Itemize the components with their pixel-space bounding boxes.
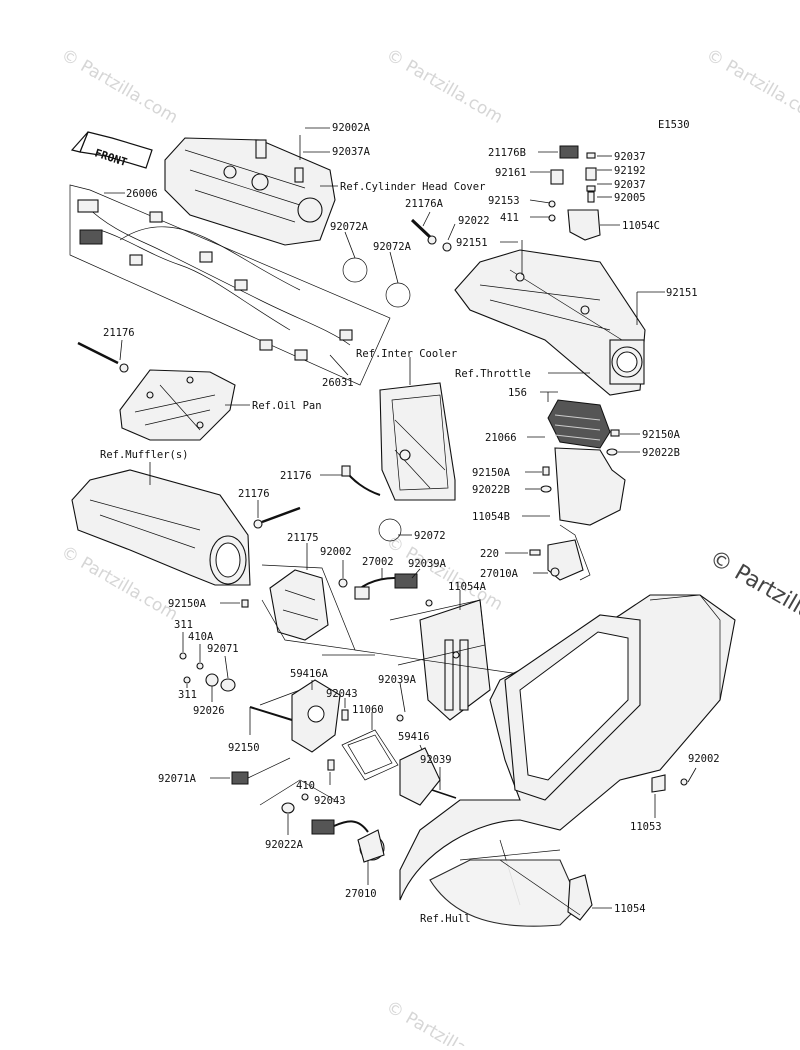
part-21176-3[interactable]: 21176 [238,488,270,500]
part-92037A[interactable]: 92037A [332,146,371,158]
part-92192[interactable]: 92192 [614,165,646,177]
part-92037-1[interactable]: 92037 [614,151,646,163]
connector-27002 [355,574,417,599]
bracket-11054a [420,600,490,720]
part-21175[interactable]: 21175 [287,532,319,544]
switch-27010 [312,820,384,862]
watermark-6: © Partzilla.com [383,997,507,1046]
part-92039A-1[interactable]: 92039A [408,558,447,570]
part-92150A-1[interactable]: 92150A [642,429,681,441]
watermark-3: © Partzilla.com [703,45,800,128]
part-21176A[interactable]: 21176A [405,198,444,210]
part-11053[interactable]: 11053 [630,821,662,833]
part-27010A[interactable]: 27010A [480,568,519,580]
part-21176B[interactable]: 21176B [488,147,526,159]
part-92022A[interactable]: 92022A [265,839,304,851]
part-59416[interactable]: 59416 [398,731,430,743]
part-26031[interactable]: 26031 [322,377,354,389]
part-311-1[interactable]: 311 [174,619,193,631]
part-92150[interactable]: 92150 [228,742,260,754]
part-92151-2[interactable]: 92151 [666,287,698,299]
part-27010[interactable]: 27010 [345,888,377,900]
oil-pan [120,370,235,440]
part-92026[interactable]: 92026 [193,705,225,717]
part-92071A[interactable]: 92071A [158,773,197,785]
part-92002A[interactable]: 92002A [332,122,371,134]
part-92002-2[interactable]: 92002 [688,753,720,765]
part-11054A[interactable]: 11054A [448,581,487,593]
part-92153[interactable]: 92153 [488,195,520,207]
part-92072[interactable]: 92072 [414,530,446,542]
ref-throttle[interactable]: Ref.Throttle [455,368,531,380]
part-21066[interactable]: 21066 [485,432,517,444]
part-26006[interactable]: 26006 [126,188,158,200]
part-92151-1[interactable]: 92151 [456,237,488,249]
part-92039[interactable]: 92039 [420,754,452,766]
part-92161[interactable]: 92161 [495,167,527,179]
part-21176-2[interactable]: 21176 [280,470,312,482]
part-92071[interactable]: 92071 [207,643,239,655]
part-92072A-1[interactable]: 92072A [330,221,369,233]
cylinder-head-cover [165,138,335,245]
part-27002[interactable]: 27002 [362,556,394,568]
part-92150A-3[interactable]: 92150A [168,598,207,610]
bracket-11054c [549,146,600,240]
ref-oil-pan[interactable]: Ref.Oil Pan [252,400,322,412]
ref-cylinder-head-cover[interactable]: Ref.Cylinder Head Cover [340,181,485,193]
part-92022B-1[interactable]: 92022B [642,447,680,459]
part-92022B-2[interactable]: 92022B [472,484,510,496]
part-410[interactable]: 410 [296,780,315,792]
part-11054C[interactable]: 11054C [622,220,660,232]
front-arrow: FRONT [72,132,152,169]
part-156[interactable]: 156 [508,387,527,399]
ref-muffler[interactable]: Ref.Muffler(s) [100,449,189,461]
part-11060[interactable]: 11060 [352,704,384,716]
part-92043-1[interactable]: 92043 [326,688,358,700]
part-59416A[interactable]: 59416A [290,668,329,680]
part-92022[interactable]: 92022 [458,215,490,227]
part-21176-1[interactable]: 21176 [103,327,135,339]
part-410A[interactable]: 410A [188,631,214,643]
part-92005[interactable]: 92005 [614,192,646,204]
part-11054B[interactable]: 11054B [472,511,510,523]
part-92039A-2[interactable]: 92039A [378,674,417,686]
ref-inter-cooler[interactable]: Ref.Inter Cooler [356,348,457,360]
part-311-2[interactable]: 311 [178,689,197,701]
regulator-21066 [548,400,625,525]
part-11054[interactable]: 11054 [614,903,646,915]
diagram-code: E1530 [658,119,690,131]
part-92002-1[interactable]: 92002 [320,546,352,558]
part-220[interactable]: 220 [480,548,499,560]
watermark-2: © Partzilla.com [383,45,507,128]
part-92150A-2[interactable]: 92150A [472,467,511,479]
part-411[interactable]: 411 [500,212,519,224]
part-92037-2[interactable]: 92037 [614,179,646,191]
ref-hull[interactable]: Ref.Hull [420,913,471,925]
inter-cooler [380,383,455,500]
watermark-1: © Partzilla.com [58,45,182,128]
part-92072A-2[interactable]: 92072A [373,241,412,253]
